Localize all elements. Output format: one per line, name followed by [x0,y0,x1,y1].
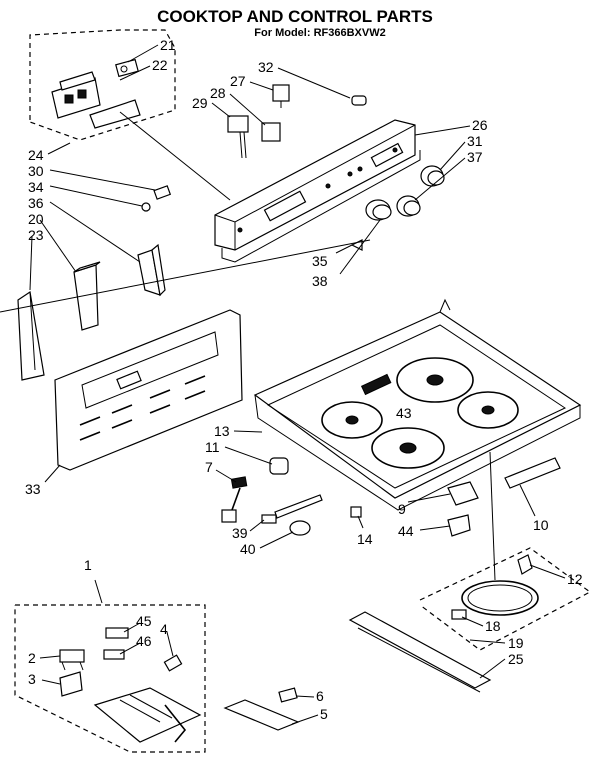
callout-28: 28 [210,85,226,101]
switch-29 [227,115,249,159]
burner-element [396,357,474,403]
bracket-9 [447,481,479,506]
callout-32: 32 [258,59,274,75]
leader-line [119,111,231,201]
callout-2: 2 [28,650,36,666]
callout-labels: 21 22 24 30 34 36 20 23 32 27 28 29 26 3… [25,37,583,722]
knob-37 [396,195,421,217]
callout-9: 9 [398,501,406,517]
callout-13: 13 [214,423,230,439]
callout-29: 29 [192,95,208,111]
block-11 [269,457,289,475]
switch-2 [59,649,85,671]
callout-30: 30 [28,163,44,179]
callout-36: 36 [28,195,44,211]
end-cap-23 [17,290,45,381]
rod-5 [223,699,300,731]
burner-element [371,427,445,469]
control-base [93,687,202,743]
callout-34: 34 [28,179,44,195]
bracket-36 [137,243,166,297]
callout-10: 10 [533,517,549,533]
callout-46: 46 [136,633,152,649]
part-34 [141,202,151,212]
lamp-32 [351,95,367,106]
callout-12: 12 [567,571,583,587]
callout-25: 25 [508,651,524,667]
clip-14 [350,506,362,518]
harness-7 [221,476,248,523]
switch-part-21 [115,58,139,78]
callout-24: 24 [28,147,44,163]
control-assembly-box [14,604,206,753]
rod-39 [261,494,323,524]
callout-39: 39 [232,525,248,541]
switch-part-22 [51,71,141,129]
page-title: COOKTOP AND CONTROL PARTS [157,7,433,26]
callout-21: 21 [160,37,176,53]
clip-12 [517,554,533,575]
back-panel-33 [54,309,243,471]
control-panel-26 [214,119,421,263]
callout-45: 45 [136,613,152,629]
callout-31: 31 [467,133,483,149]
element-assembly-box [348,451,592,693]
part-46 [103,649,125,660]
callout-33: 33 [25,481,41,497]
callout-27: 27 [230,73,246,89]
part-45 [105,627,129,639]
callout-3: 3 [28,671,36,687]
tab-4 [163,654,183,672]
callout-43: 43 [396,405,412,421]
callout-38: 38 [312,273,328,289]
callout-18: 18 [485,618,501,634]
bracket-3 [59,671,83,697]
indicator-43 [360,373,392,396]
trim-10 [504,457,561,489]
callout-26: 26 [472,117,488,133]
callout-7: 7 [205,459,213,475]
connector-6 [278,687,298,703]
burner-element [321,401,383,439]
knob-38 [365,199,392,221]
callout-14: 14 [357,531,373,547]
element-18 [451,580,539,620]
callout-1: 1 [84,557,92,573]
callout-4: 4 [160,621,168,637]
bracket-44 [447,514,471,537]
bracket-20 [73,261,101,331]
burner-element [457,391,519,429]
callout-35: 35 [312,253,328,269]
switch-28 [261,122,281,142]
clip-40 [289,520,311,536]
callout-5: 5 [320,706,328,722]
part-30 [153,185,172,200]
leader-line [0,239,371,313]
callout-6: 6 [316,688,324,704]
callout-11: 11 [205,439,220,455]
callout-20: 20 [28,211,44,227]
callout-37: 37 [467,149,483,165]
support-19 [348,611,492,693]
callout-23: 23 [28,227,44,243]
callout-40: 40 [240,541,256,557]
callout-44: 44 [398,523,414,539]
cooktop-13 [253,298,582,511]
model-subtitle: For Model: RF366BXVW2 [254,27,385,39]
callout-22: 22 [152,57,168,73]
switch-27 [272,84,290,108]
switch-assembly-box [29,29,176,141]
callout-19: 19 [508,635,524,651]
leader-lines [29,44,566,725]
